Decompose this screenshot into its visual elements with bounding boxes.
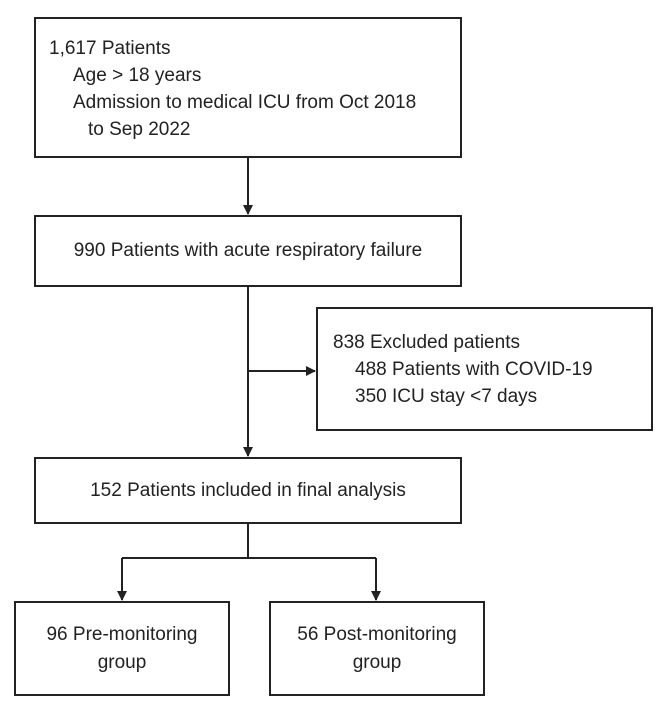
enrolled-patients-box: 1,617 Patients Age > 18 years Admission …: [34, 17, 462, 158]
excluded-reason-covid: 488 Patients with COVID-19: [355, 359, 593, 380]
pre-monitoring-box: 96 Pre-monitoring group: [14, 601, 230, 696]
excluded-title: 838 Excluded patients: [333, 332, 520, 353]
pre-monitoring-line2: group: [97, 651, 147, 673]
arf-label: 990 Patients with acute respiratory fail…: [73, 240, 423, 261]
final-analysis-label: 152 Patients included in final analysis: [90, 479, 406, 501]
pre-monitoring-line1: 96 Pre-monitoring: [46, 623, 198, 645]
excluded-reason-icu-stay: 350 ICU stay <7 days: [355, 386, 538, 407]
enrolled-count: 1,617 Patients: [49, 38, 171, 59]
post-monitoring-line1: 56 Post-monitoring: [297, 623, 457, 645]
post-monitoring-line2: group: [352, 651, 402, 673]
acute-respiratory-failure-box: 990 Patients with acute respiratory fail…: [34, 215, 462, 287]
criterion-admission-continued: to Sep 2022: [88, 119, 191, 140]
criterion-admission: Admission to medical ICU from Oct 2018: [73, 92, 417, 113]
criterion-age: Age > 18 years: [73, 65, 202, 86]
final-analysis-box: 152 Patients included in final analysis: [34, 457, 462, 524]
post-monitoring-box: 56 Post-monitoring group: [269, 601, 485, 696]
excluded-patients-box: 838 Excluded patients 488 Patients with …: [316, 307, 653, 431]
